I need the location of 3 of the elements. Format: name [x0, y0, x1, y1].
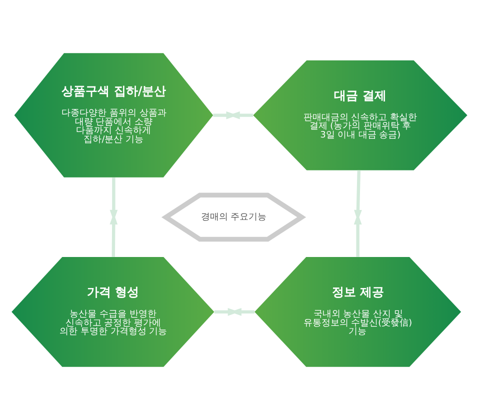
arrow [213, 111, 240, 120]
arrow [226, 111, 254, 120]
arrow [228, 308, 254, 316]
